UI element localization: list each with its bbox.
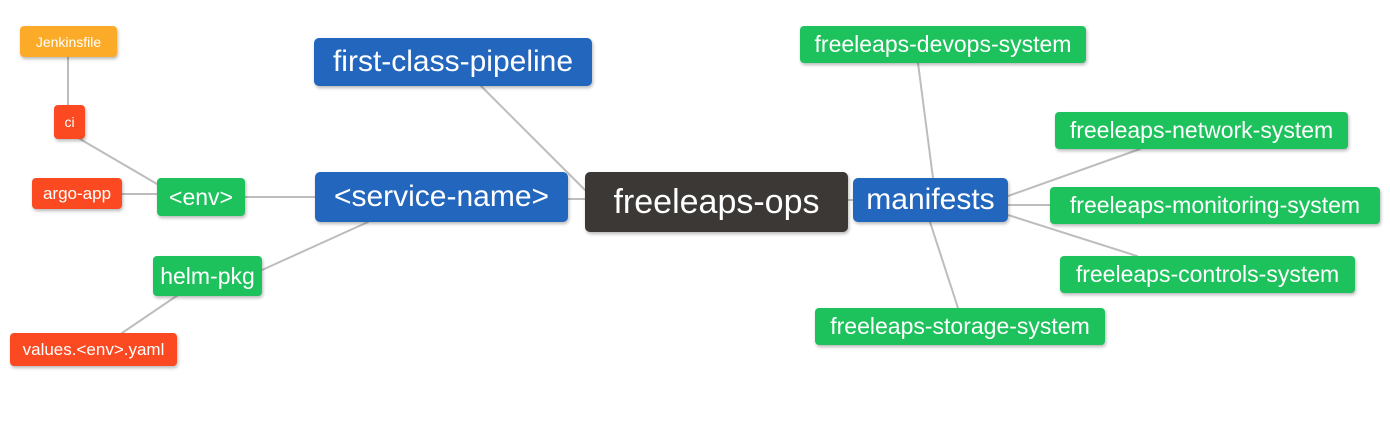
node-label: values.<env>.yaml (22, 340, 165, 359)
node-label: ci (64, 114, 75, 130)
mindmap-node-argo-app[interactable]: argo-app (32, 178, 122, 209)
node-label: freeleaps-controls-system (1075, 261, 1340, 287)
mindmap-node-values-env-yaml[interactable]: values.<env>.yaml (10, 333, 177, 366)
node-label: freeleaps-monitoring-system (1069, 192, 1361, 218)
node-label: helm-pkg (160, 262, 255, 289)
node-label: manifests (866, 183, 995, 216)
mindmap-node-freeleaps-controls-system[interactable]: freeleaps-controls-system (1060, 256, 1355, 293)
edge-helm-pkg-to-values-env-yaml (121, 294, 179, 334)
mindmap-node-freeleaps-ops[interactable]: freeleaps-ops (585, 172, 848, 232)
mindmap-node-jenkinsfile[interactable]: Jenkinsfile (20, 26, 117, 57)
mindmap-node-service-name[interactable]: <service-name> (315, 172, 568, 222)
node-label: freeleaps-devops-system (814, 31, 1072, 57)
node-label: Jenkinsfile (35, 33, 102, 50)
node-label: freeleaps-network-system (1069, 117, 1334, 143)
mindmap-node-ci[interactable]: ci (54, 105, 85, 139)
node-label: freeleaps-storage-system (830, 313, 1090, 339)
node-label: <env> (169, 183, 233, 210)
edge-manifests-to-freeleaps-storage-system (929, 221, 959, 309)
mindmap-node-freeleaps-storage-system[interactable]: freeleaps-storage-system (815, 308, 1105, 345)
node-label: <service-name> (333, 180, 550, 213)
node-label: freeleaps-ops (613, 183, 820, 221)
node-label: first-class-pipeline (332, 45, 574, 78)
edge-manifests-to-freeleaps-devops-system (917, 62, 934, 179)
mindmap-node-env[interactable]: <env> (157, 178, 245, 216)
mindmap-node-freeleaps-network-system[interactable]: freeleaps-network-system (1055, 112, 1348, 149)
mindmap-node-freeleaps-devops-system[interactable]: freeleaps-devops-system (800, 26, 1086, 63)
mindmap-node-first-class-pipeline[interactable]: first-class-pipeline (314, 38, 592, 86)
mindmap-node-freeleaps-monitoring-system[interactable]: freeleaps-monitoring-system (1050, 187, 1380, 224)
edge-service-name-to-helm-pkg (261, 221, 369, 271)
mindmap-node-manifests[interactable]: manifests (853, 178, 1008, 222)
node-label: argo-app (42, 184, 112, 203)
mindmap-node-helm-pkg[interactable]: helm-pkg (153, 256, 262, 296)
